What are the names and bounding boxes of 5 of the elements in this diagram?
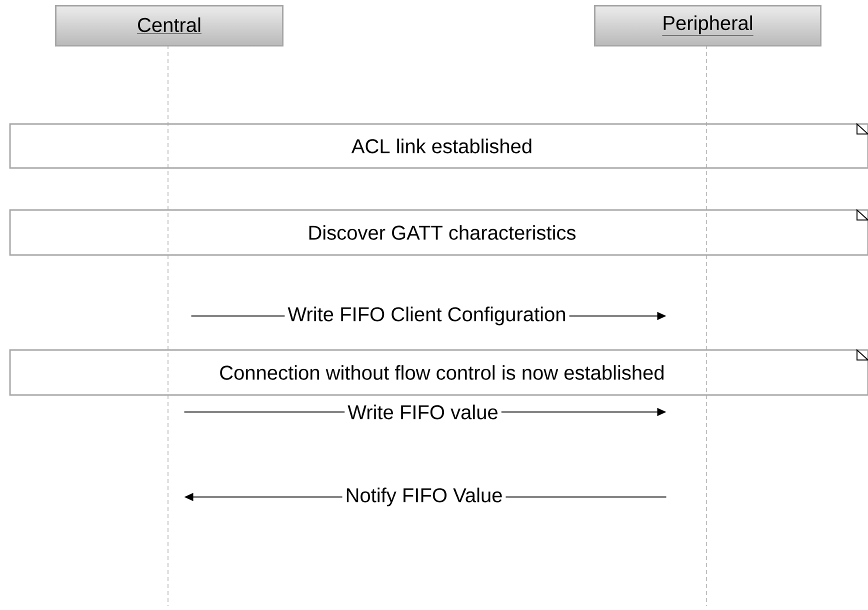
edge-label: Notify FIFO Value xyxy=(342,486,506,508)
lifeline-header: Central xyxy=(55,5,284,46)
edge-label: Write FIFO value xyxy=(344,404,502,420)
edge-label: Write FIFO Client Configuration xyxy=(284,306,570,326)
lifeline-header: Peripheral xyxy=(594,5,822,46)
